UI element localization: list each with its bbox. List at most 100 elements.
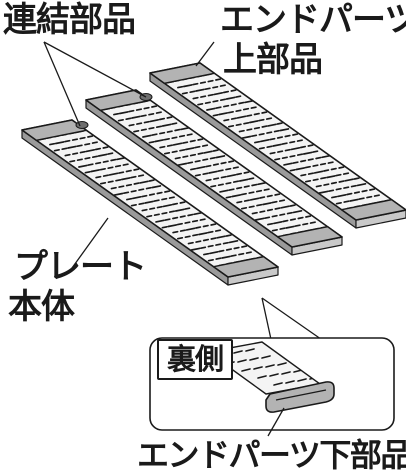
plate-slot (197, 138, 204, 141)
plate-slot (167, 224, 178, 228)
plate-slot (338, 180, 345, 183)
plate-slot (174, 208, 185, 212)
plate-slot (236, 200, 243, 204)
plate-slot (163, 151, 171, 155)
plate-slot (249, 197, 260, 201)
plate-slot (253, 112, 260, 116)
plate-slot (91, 141, 98, 144)
plate-slot (84, 170, 91, 174)
plate-slot (342, 172, 350, 175)
plate-slot (85, 148, 96, 153)
end-part-bottom (265, 381, 335, 413)
plate-slot (289, 140, 296, 144)
plate-slot (238, 178, 249, 182)
plate-slot (208, 170, 218, 174)
plate-slot (312, 164, 319, 167)
plate-slot (269, 137, 276, 141)
plate-slot (204, 87, 211, 91)
plate-slot (272, 143, 282, 147)
plate-slot (184, 221, 191, 224)
plate-slot (300, 173, 307, 177)
plate-slot (313, 170, 324, 174)
inset-slot (241, 368, 251, 372)
plate-slot (139, 180, 149, 184)
plate-slot (302, 222, 309, 226)
plate-slot (238, 101, 245, 105)
plate-slot (130, 203, 137, 207)
plate-slot (284, 148, 291, 152)
plate-slot (215, 243, 222, 246)
plate-slot (186, 133, 193, 136)
plate-slot (366, 195, 373, 199)
plate-slot (159, 145, 166, 149)
plate-slot (102, 146, 109, 149)
plate-slot (136, 122, 143, 125)
plate-slot (161, 225, 168, 229)
plate-slot (107, 180, 114, 184)
plate-slot (184, 235, 191, 239)
plate-slot (99, 167, 106, 171)
plate-slot (195, 165, 206, 170)
inset-slot (249, 357, 259, 361)
plate-slot (199, 218, 206, 221)
plate-slot (335, 201, 342, 205)
plate-slot (271, 200, 278, 204)
plate-slot (184, 207, 191, 210)
plate-slot (182, 84, 193, 88)
leader-line (43, 41, 81, 127)
plate-slot (263, 188, 270, 191)
end-part-bottom-groove (275, 389, 327, 401)
plate-slot (118, 171, 125, 174)
inset-slot (261, 355, 271, 359)
plate-slot (241, 245, 248, 248)
plate-slot (350, 184, 357, 188)
plate-slot (148, 112, 155, 116)
leader-line (43, 41, 147, 98)
plate-slot (225, 248, 233, 251)
plate-slot (171, 150, 178, 154)
plate-slot (143, 106, 150, 110)
plate-slot (258, 118, 265, 122)
plate-slot (286, 211, 293, 215)
plate-slot (222, 90, 230, 94)
plate-slot (151, 105, 158, 108)
plate-slot (267, 123, 277, 127)
plate-slot (212, 149, 219, 152)
plate-slot (185, 227, 196, 231)
plate-slot (153, 199, 160, 202)
plate-slot (244, 99, 254, 104)
plate-slot (194, 173, 201, 177)
inset-slot (265, 364, 275, 368)
plate-holes (100, 100, 327, 237)
plate-slot (115, 178, 122, 182)
plate-slot (128, 123, 135, 127)
plate-slot (133, 129, 140, 133)
plate-slot (208, 250, 219, 255)
plate-slot (64, 139, 71, 143)
plate-slot (143, 120, 150, 124)
plate-slot (222, 241, 229, 245)
plate-slot (135, 108, 143, 111)
plate-slot (166, 144, 174, 147)
plate-slot (250, 106, 257, 109)
plate-slot (182, 141, 189, 144)
plate-slot (219, 98, 227, 102)
plate-slot (343, 200, 350, 203)
back-side-label: 裏側 (157, 339, 234, 380)
plate-slot (155, 219, 165, 223)
plate-slot (292, 133, 299, 136)
plate-slot (212, 85, 219, 89)
plate-slot (321, 154, 331, 159)
plate-slot (327, 161, 334, 164)
plate-slot (248, 120, 259, 124)
plate-slot (161, 211, 168, 215)
plate-slot (218, 112, 229, 116)
inset-slot (293, 369, 303, 373)
plate-slot (361, 189, 368, 193)
plate-slot (323, 183, 330, 186)
plate-slot (215, 106, 222, 109)
plate-slot (331, 195, 338, 199)
plate-slot (242, 107, 250, 111)
plate-slot (214, 229, 222, 232)
plate-slot (193, 211, 203, 216)
